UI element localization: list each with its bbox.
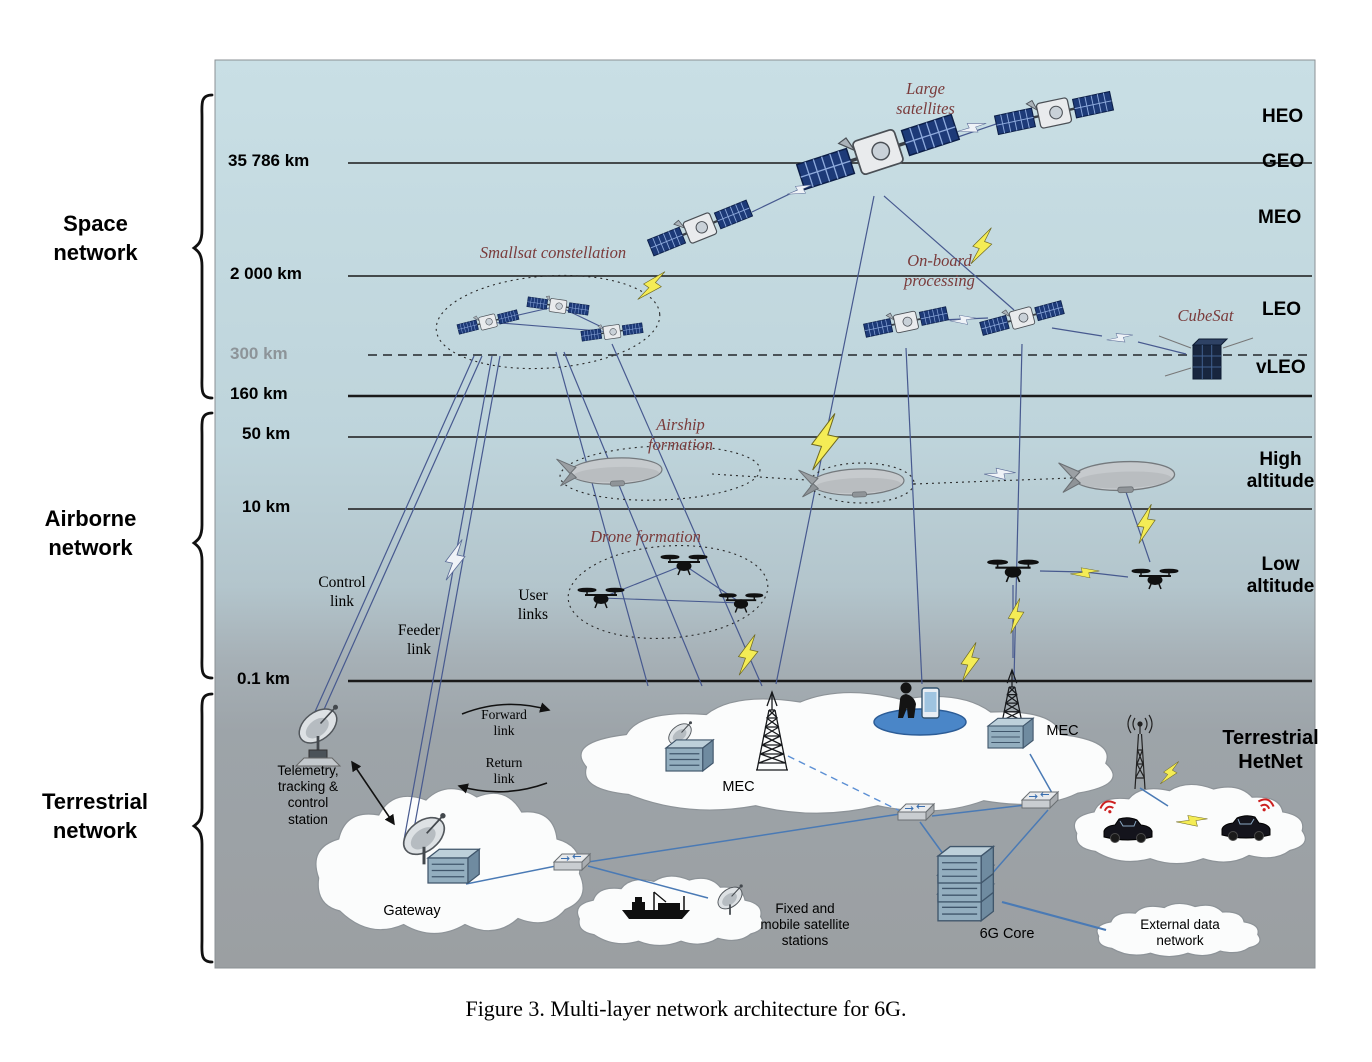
ttc-station-label: Telemetry, tracking & control station xyxy=(277,763,339,827)
switch-icon xyxy=(897,803,935,821)
terrestrial-network-label: Terrestrial network xyxy=(42,789,148,843)
altitude-160km: 160 km xyxy=(230,384,288,403)
ground-links xyxy=(465,753,1169,932)
link-arrows xyxy=(351,702,551,826)
terrestrial-hetnet-label: Terrestrial HetNet xyxy=(1222,727,1319,773)
onboard-processing-label: On-board processing xyxy=(904,251,975,290)
large-satellites-label: Large satellites xyxy=(896,79,955,118)
brace-icons xyxy=(191,93,214,964)
smallsat-constellation-label: Smallsat constellation xyxy=(479,243,627,262)
mec-right-icon xyxy=(987,717,1034,749)
orbit-geo: GEO xyxy=(1262,151,1305,172)
space-network-label: Space network xyxy=(53,211,138,265)
ground-dashed-links xyxy=(787,755,903,813)
altitude-01km: 0.1 km xyxy=(237,669,290,688)
altitude-10km: 10 km xyxy=(242,497,291,516)
mec-right-label: MEC xyxy=(1046,723,1079,739)
high-altitude-label: High altitude xyxy=(1246,449,1315,493)
airborne-network-label: Airborne network xyxy=(44,506,137,560)
gateway-label: Gateway xyxy=(383,903,441,919)
figure-caption: Figure 3. Multi-layer network architectu… xyxy=(465,996,907,1021)
altitude-300km: 300 km xyxy=(230,344,288,363)
switch-icon xyxy=(1021,791,1059,809)
external-network-label: External data network xyxy=(1140,917,1220,949)
altitude-2000km: 2 000 km xyxy=(230,264,302,283)
cubesat-icon xyxy=(1158,335,1254,380)
forward-link-label: Forward link xyxy=(481,707,527,739)
altitude-50km: 50 km xyxy=(242,424,291,443)
control-link-label: Control link xyxy=(318,574,366,610)
altitude-lines xyxy=(348,162,1312,683)
user-links-label: User links xyxy=(517,587,549,623)
cubesat-label: CubeSat xyxy=(1177,306,1234,325)
ttc-station-icon xyxy=(291,700,345,767)
orbit-vleo: vLEO xyxy=(1256,357,1306,378)
fixed-mobile-stations-label: Fixed and mobile satellite stations xyxy=(760,901,850,949)
orbit-meo: MEO xyxy=(1258,207,1302,228)
switch-icon xyxy=(553,853,591,871)
altitude-35786km: 35 786 km xyxy=(228,151,310,170)
orbit-leo: LEO xyxy=(1262,299,1302,320)
mec-left-label: MEC xyxy=(722,779,755,795)
feeder-link-label: Feeder link xyxy=(397,622,441,658)
low-altitude-label: Low altitude xyxy=(1246,554,1315,598)
core-label: 6G Core xyxy=(979,926,1035,942)
airship-formation-label: Airship formation xyxy=(647,415,714,454)
drone-formation-label: Drone formation xyxy=(590,527,701,546)
formation-ellipses xyxy=(435,274,1073,639)
return-link-label: Return link xyxy=(485,755,523,787)
core-server-icon xyxy=(937,845,995,922)
orbit-heo: HEO xyxy=(1262,106,1304,127)
